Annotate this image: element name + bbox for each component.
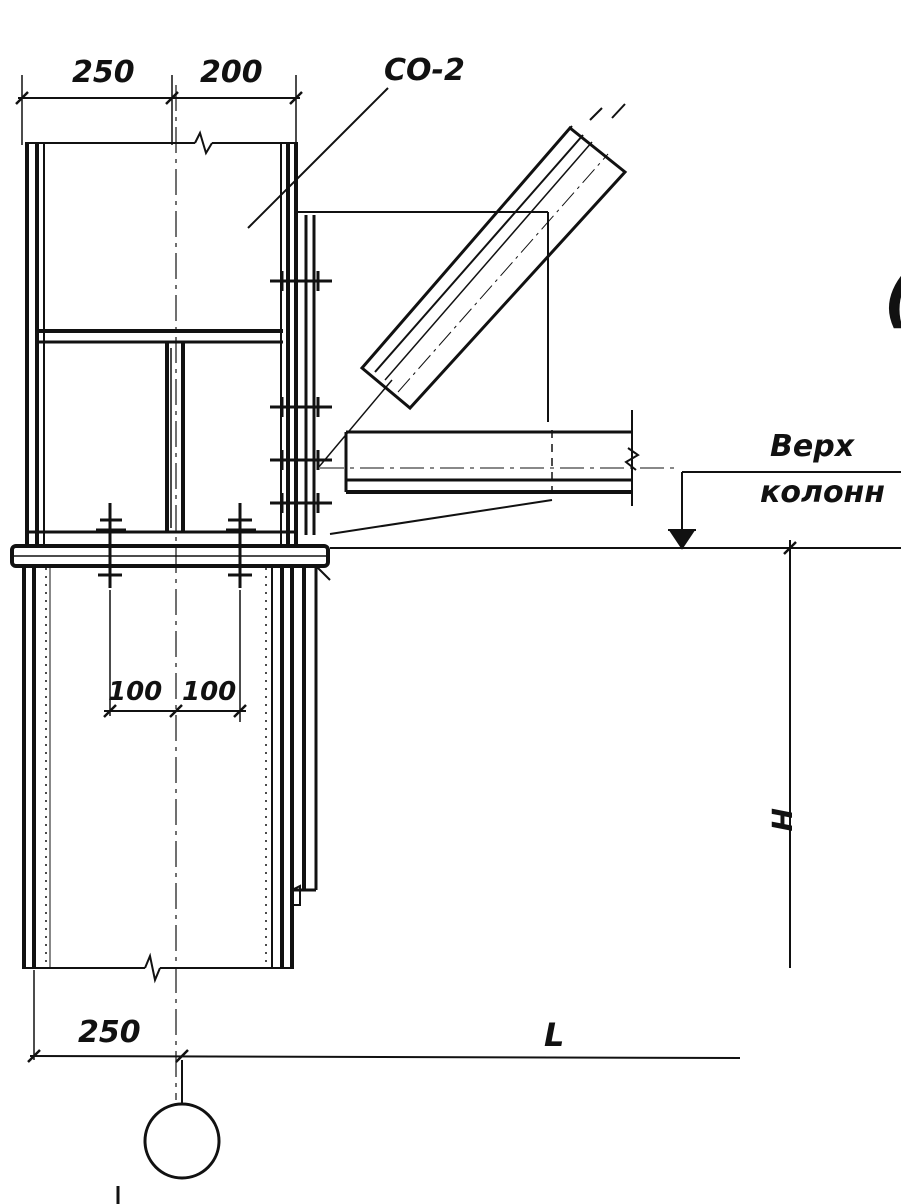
edge-mark: ( [884, 262, 901, 336]
elevation-label-line2: колонн [760, 475, 885, 510]
diagonal-brace [359, 103, 628, 411]
gusset-leader [317, 379, 393, 469]
upper-diaphragm [37, 329, 283, 532]
part-mark-leader [247, 87, 389, 229]
dim-200-top: 200 [200, 55, 263, 90]
axis-marker-circle [143, 1102, 221, 1180]
elevation-mark [330, 471, 901, 550]
lower-column [22, 566, 318, 984]
base-plates [10, 530, 331, 581]
dim-250-bottom: 250 [78, 1015, 141, 1050]
connection-gusset [296, 211, 553, 535]
anchor-bolt-right [226, 503, 256, 588]
height-dimension-line [783, 540, 797, 968]
part-mark-label: СО-2 [384, 53, 465, 88]
height-label: Н [765, 808, 798, 831]
dim-250-top: 250 [72, 55, 135, 90]
anchor-bolt-left [96, 503, 126, 588]
upper-column [25, 130, 298, 548]
bottom-dimension-line [27, 970, 741, 1063]
dim-100-left: 100 [108, 677, 162, 707]
horizontal-strut [320, 410, 680, 506]
elevation-label-line1: Верх [770, 429, 856, 464]
span-label: L [544, 1016, 564, 1054]
top-dimension-line [15, 75, 303, 145]
bolt-dimension-line [103, 590, 247, 722]
gusset-bolts [270, 271, 332, 513]
dim-100-right: 100 [182, 677, 236, 707]
